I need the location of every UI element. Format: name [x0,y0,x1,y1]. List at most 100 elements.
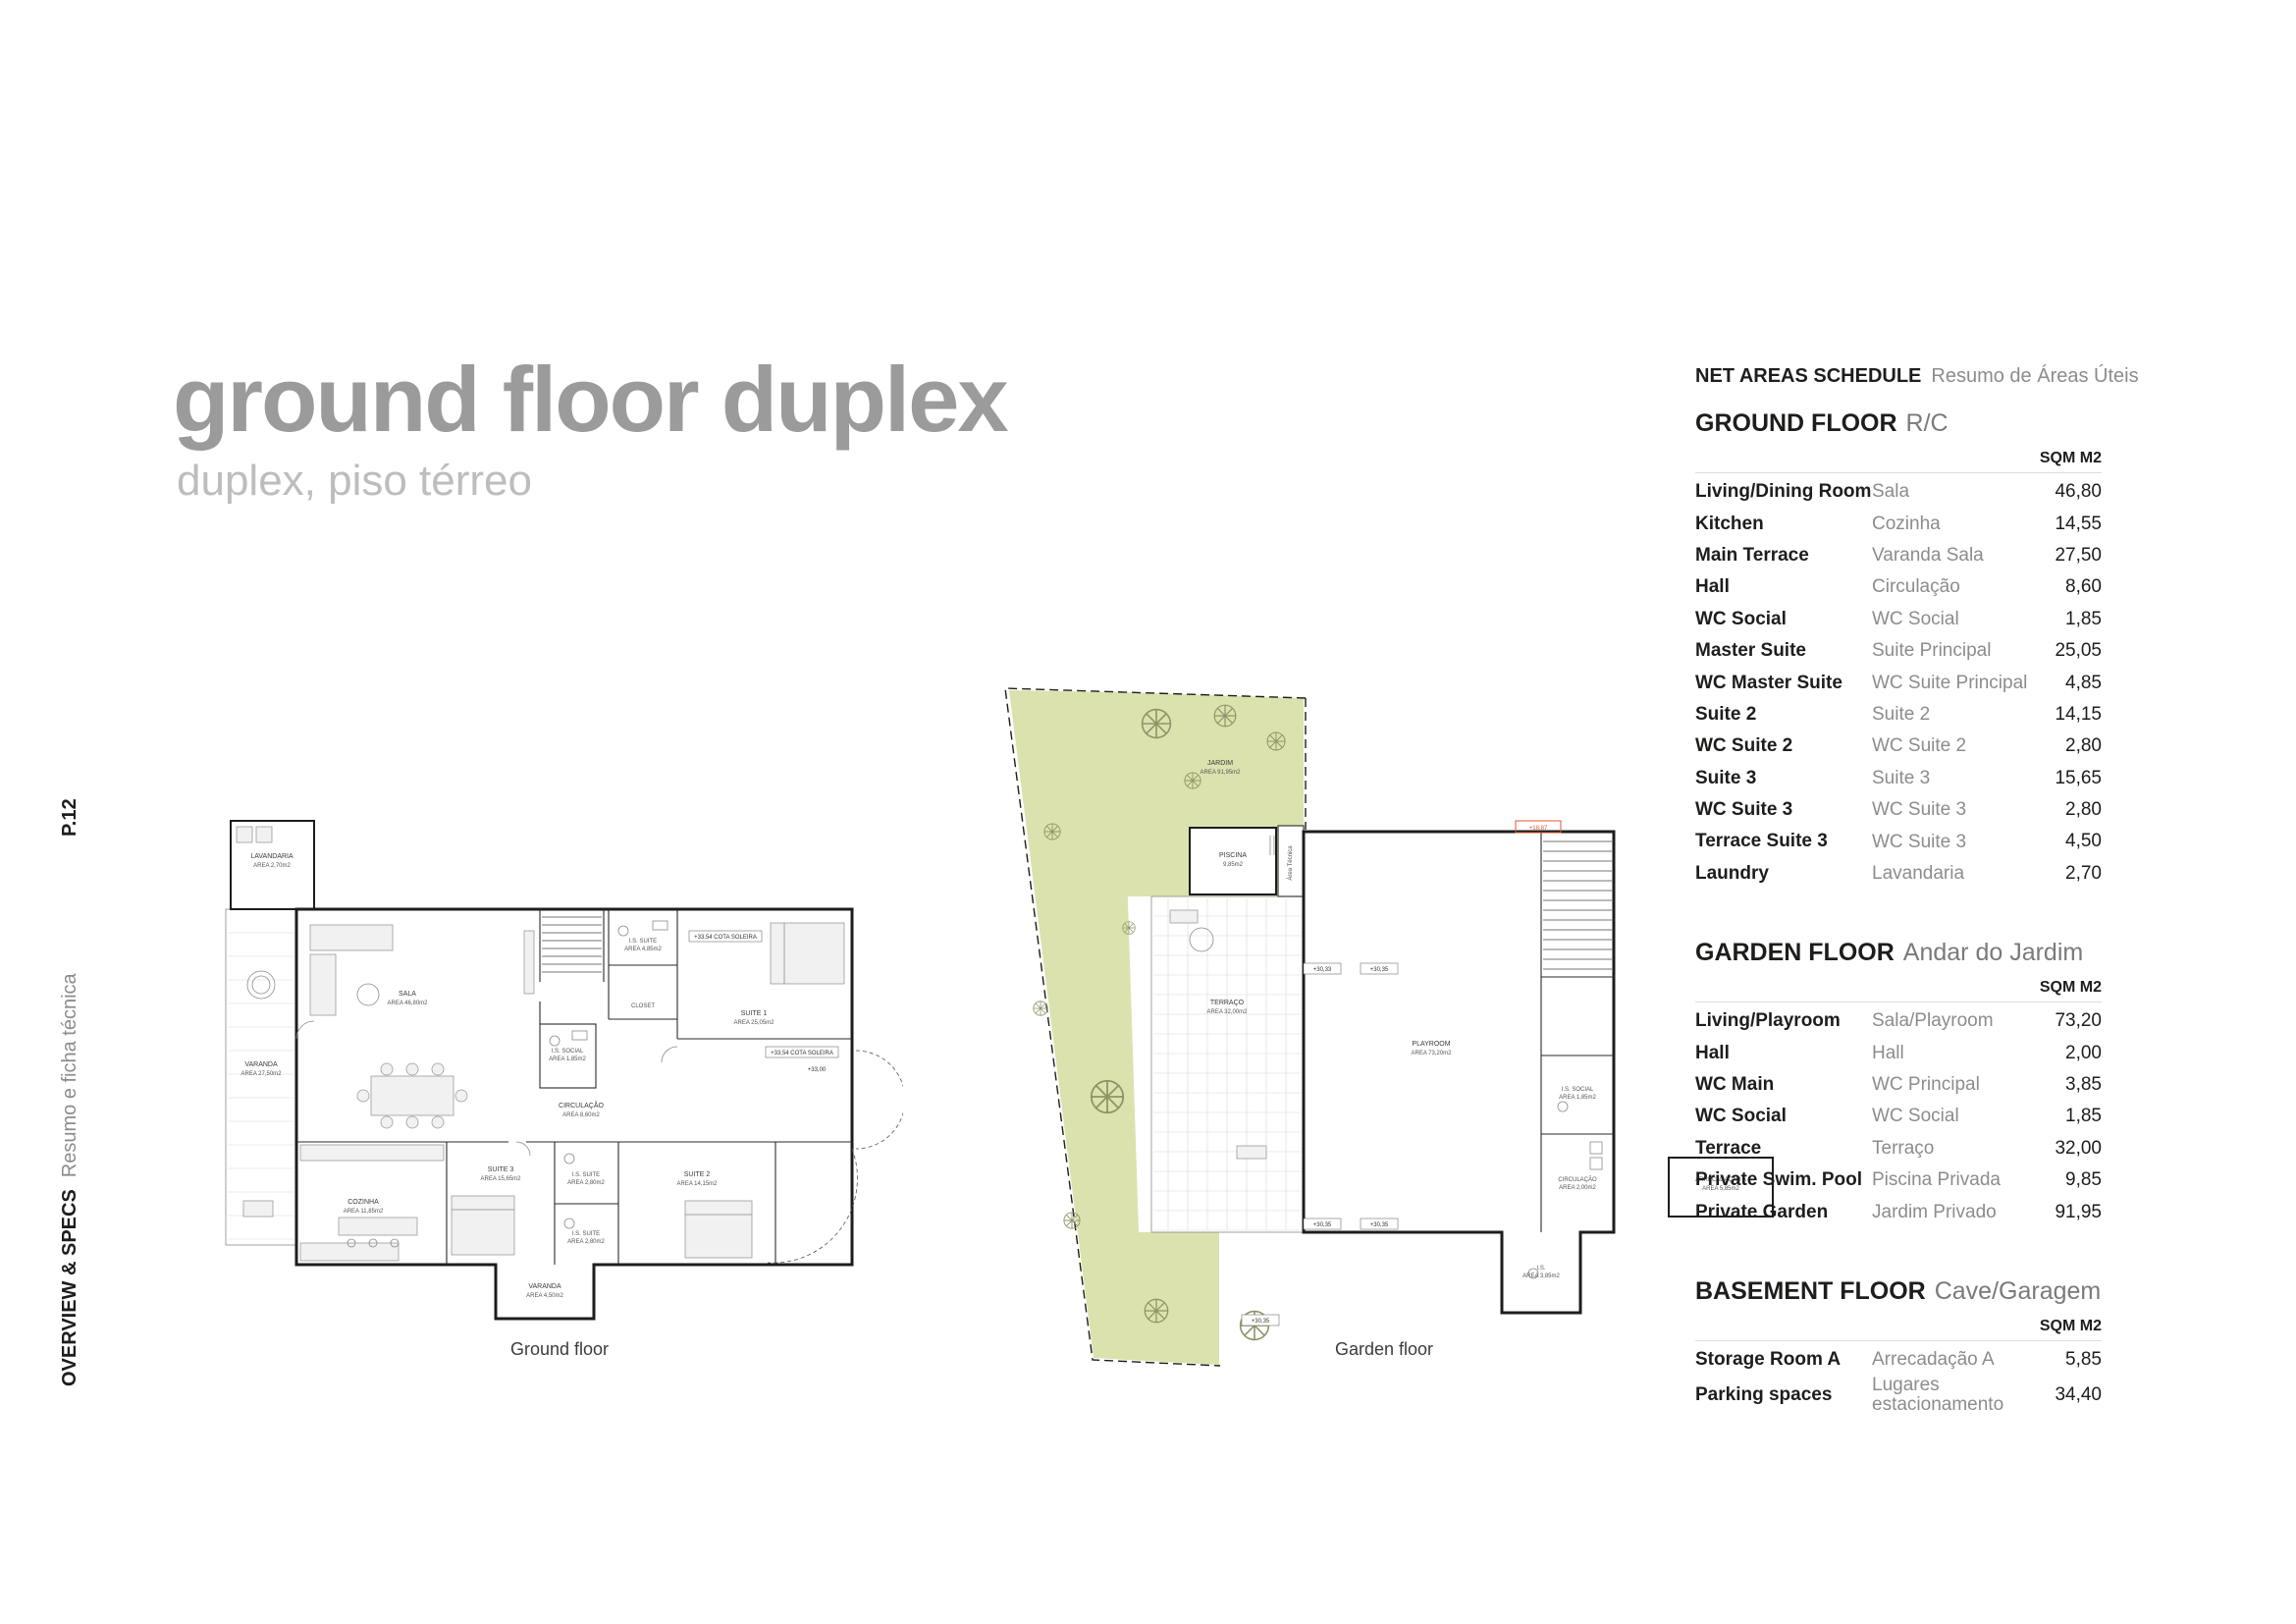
level-marker: +30,35 [1252,1319,1270,1325]
garden-floor-caption: Garden floor [1334,1339,1434,1359]
room-area-value: 4,50 [2065,831,2102,852]
svg-text:AREA 2,70m2: AREA 2,70m2 [253,863,291,869]
room-name-pt: Suite 2 [1872,703,1931,725]
section-heading-en: GARDEN FLOOR [1695,939,1895,967]
room-name-pt: Piscina Privada [1872,1169,2001,1191]
room-name-en: Kitchen [1695,513,1764,534]
room-label-main-terrace: VARANDA [244,1061,278,1068]
room-area-value: 1,85 [2065,608,2102,629]
unit-label: SQM M2 [1695,450,2102,473]
level-marker-red: +18,87 [1529,826,1548,832]
room-name-en: Private Garden [1695,1201,1829,1222]
room-label-wc-social: I.S. SOCIAL [552,1049,584,1055]
svg-text:AREA 25,05m2: AREA 25,05m2 [733,1020,774,1026]
room-label-wc-social: I.S. SOCIAL [1562,1087,1594,1093]
ground-plan-labels: LAVANDARIA AREA 2,70m2 VARANDA AREA 27,5… [240,853,774,1299]
room-label-playroom: PLAYROOM [1412,1041,1450,1048]
page-subtitle: duplex, piso térreo [177,457,532,505]
level-marker: +30,35 [1370,1222,1389,1228]
svg-text:AREA 2,80m2: AREA 2,80m2 [567,1239,605,1245]
room-area-value: 5,85 [2065,1349,2102,1370]
room-label-pool: PISCINA [1219,852,1247,859]
level-marker: +30,35 [1313,1222,1332,1228]
section-heading-pt: R/C [1905,409,1949,437]
room-label-terrace: TERRAÇO [1210,1000,1245,1006]
room-name-pt: WC Suite Principal [1872,672,2028,693]
room-label-terrace-suite3: VARANDA [528,1283,561,1290]
room-name-en: Living/Dining Room [1695,481,1872,503]
room-name-en: Suite 3 [1695,767,1757,788]
room-name-en: Hall [1695,1042,1730,1063]
room-area-value: 32,00 [2055,1137,2102,1159]
room-name-pt: Lugares estacionamento [1872,1375,2004,1416]
room-area-value: 2,80 [2065,735,2102,757]
room-name-pt: Cozinha [1872,513,1941,534]
svg-text:AREA 3,85m2: AREA 3,85m2 [1522,1273,1560,1279]
room-label-hall: CIRCULAÇÃO [1558,1176,1597,1183]
room-label-kitchen: COZINHA [347,1199,379,1206]
room-label-tech-area: Área Técnica [1287,845,1294,881]
room-name-pt: WC Social [1872,608,1959,629]
room-name-pt: Sala/Playroom [1872,1010,1994,1032]
schedule-row: WC Social WC Social 1,85 [1695,604,2102,635]
svg-text:AREA 4,50m2: AREA 4,50m2 [526,1293,563,1299]
room-label-suite3: SUITE 3 [488,1166,514,1173]
garden-plan-drawing: +30,33 +30,35 +30,35 +30,35 +30,35 +18,8… [1004,687,1774,1367]
room-name-pt: Circulação [1872,576,1960,598]
room-name-pt: Sala [1872,481,1910,503]
room-name-en: WC Master Suite [1695,672,1842,693]
svg-text:AREA 32,00m2: AREA 32,00m2 [1206,1009,1248,1015]
svg-text:AREA 8,60m2: AREA 8,60m2 [562,1112,600,1118]
room-area-value: 15,65 [2055,767,2102,788]
cota-marker: +33,00 [808,1067,827,1073]
room-area-value: 4,85 [2065,672,2102,693]
room-name-pt: Suite Principal [1872,640,1992,662]
cota-marker: +33,54 COTA SOLEIRA [694,935,757,941]
svg-text:AREA 15,65m2: AREA 15,65m2 [480,1176,521,1182]
room-area-value: 14,55 [2055,513,2102,534]
room-label-suite1: SUITE 1 [741,1010,768,1017]
room-name-en: WC Social [1695,608,1787,629]
schedule-title-pt: Resumo de Áreas Úteis [1931,365,2139,387]
room-area-value: 91,95 [2055,1201,2102,1222]
svg-text:AREA 91,95m2: AREA 91,95m2 [1200,770,1241,776]
room-area-value: 2,70 [2065,862,2102,884]
svg-text:AREA 14,15m2: AREA 14,15m2 [676,1181,718,1187]
room-label-wc-main: I.S. [1536,1266,1545,1272]
unit-label: SQM M2 [1695,1318,2102,1341]
ground-floor-plan: +33,54 COTA SOLEIRA +33,54 COTA SOLEIRA … [225,820,903,1321]
room-name-pt: WC Social [1872,1106,1959,1127]
sidebar-label-en: OVERVIEW & SPECS [59,1189,80,1386]
room-name-en: Private Swim. Pool [1695,1169,1862,1191]
room-name-pt: WC Suite 2 [1872,735,1967,757]
room-area-value: 9,85 [2065,1169,2102,1191]
room-name-en: WC Main [1695,1074,1775,1096]
room-name-en: WC Suite 2 [1695,735,1793,757]
sidebar-label-pt: Resumo e ficha técnica [59,973,80,1178]
room-name-en: Terrace [1695,1137,1762,1159]
room-label-suite2: SUITE 2 [684,1171,711,1178]
room-name-pt: WC Principal [1872,1074,1980,1096]
room-name-pt: Hall [1872,1042,1904,1063]
room-label-storage: ARRECADAÇÃO A [1695,1176,1746,1183]
room-label-laundry: LAVANDARIA [250,853,294,860]
room-name-en: Living/Playroom [1695,1010,1841,1032]
schedule-row: Kitchen Cozinha 14,55 [1695,508,2102,539]
sidebar-section-label: OVERVIEW & SPECS Resumo e ficha técnica [59,973,81,1386]
garden-plan-labels: JARDIM AREA 91,95m2 PISCINA 9,85m2 Área … [1200,760,1745,1279]
room-label-hall: CIRCULAÇÃO [559,1101,604,1110]
